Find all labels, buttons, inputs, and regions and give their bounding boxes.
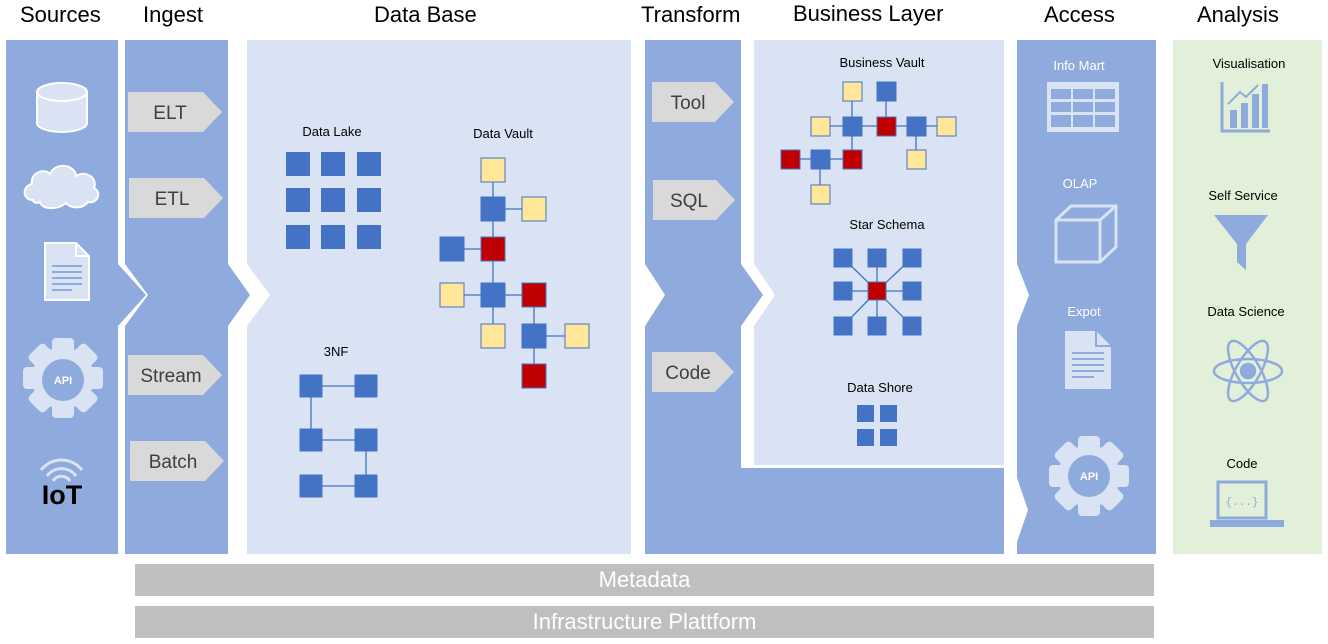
document-icon <box>44 242 90 301</box>
svg-text:ELT: ELT <box>153 103 187 124</box>
access-api-label: API <box>1080 471 1098 483</box>
ingest-elt-chevron: ELT <box>128 92 222 132</box>
funnel-icon <box>1214 215 1268 270</box>
svg-text:Batch: Batch <box>149 452 198 473</box>
infrastructure-bar: Infrastructure Plattform <box>135 606 1154 638</box>
data-vault-nodes <box>439 157 590 389</box>
data-shore-grid <box>857 405 897 446</box>
header-ingest: Ingest <box>143 2 203 27</box>
export-label: Expot <box>1067 304 1101 319</box>
atom-icon <box>1212 339 1284 403</box>
analysis-code-label: Code <box>1226 456 1257 471</box>
3nf-nodes <box>299 374 378 498</box>
svg-text:Tool: Tool <box>671 93 706 114</box>
svg-text:SQL: SQL <box>670 191 708 212</box>
transform-sql-chevron: SQL <box>653 180 735 220</box>
3nf-label: 3NF <box>324 344 349 359</box>
bar-chart-icon <box>1220 82 1270 133</box>
svg-text:ETL: ETL <box>155 189 190 210</box>
sources-api-label: API <box>54 375 72 387</box>
wifi-icon <box>39 458 84 482</box>
table-grid-icon <box>1047 82 1119 132</box>
svg-text:{...}: {...} <box>1225 497 1258 509</box>
cloud-icon <box>23 165 100 210</box>
header-access: Access <box>1044 2 1115 27</box>
svg-text:Code: Code <box>665 363 710 384</box>
info-mart-label: Info Mart <box>1053 58 1105 73</box>
visualisation-label: Visualisation <box>1213 56 1286 71</box>
ingest-stream-chevron: Stream <box>128 355 222 395</box>
ingest-batch-chevron: Batch <box>130 441 224 481</box>
access-api-gear-icon <box>1049 436 1129 516</box>
database-cylinder-icon <box>36 82 88 133</box>
data-science-label: Data Science <box>1207 304 1284 319</box>
header-data-base: Data Base <box>374 2 477 27</box>
ingest-etl-chevron: ETL <box>129 178 223 218</box>
business-vault-nodes <box>780 81 957 205</box>
header-analysis: Analysis <box>1197 2 1279 27</box>
cube-icon <box>1054 204 1118 264</box>
star-schema-label: Star Schema <box>849 217 925 232</box>
transform-column <box>645 40 1004 554</box>
star-schema-nodes <box>833 248 922 336</box>
data-vault-label: Data Vault <box>473 126 533 141</box>
data-lake-grid <box>286 152 381 249</box>
header-sources: Sources <box>20 2 101 27</box>
data-lake-label: Data Lake <box>302 124 361 139</box>
transform-tool-chevron: Tool <box>652 82 734 122</box>
business-vault-label: Business Vault <box>839 55 924 70</box>
sources-iot-label: IoT <box>42 480 83 510</box>
metadata-bar: Metadata <box>135 564 1154 596</box>
export-document-icon <box>1065 331 1111 389</box>
header-business-layer: Business Layer <box>793 1 944 26</box>
laptop-code-icon: {...} <box>1210 480 1284 527</box>
self-service-label: Self Service <box>1208 188 1277 203</box>
ingest-column <box>125 40 250 554</box>
transform-code-chevron: Code <box>652 352 734 392</box>
data-shore-label: Data Shore <box>847 380 913 395</box>
access-column <box>1017 40 1156 554</box>
header-transform: Transform <box>641 2 741 27</box>
olap-label: OLAP <box>1063 176 1098 191</box>
api-gear-icon <box>23 338 103 418</box>
svg-text:Stream: Stream <box>140 366 201 387</box>
